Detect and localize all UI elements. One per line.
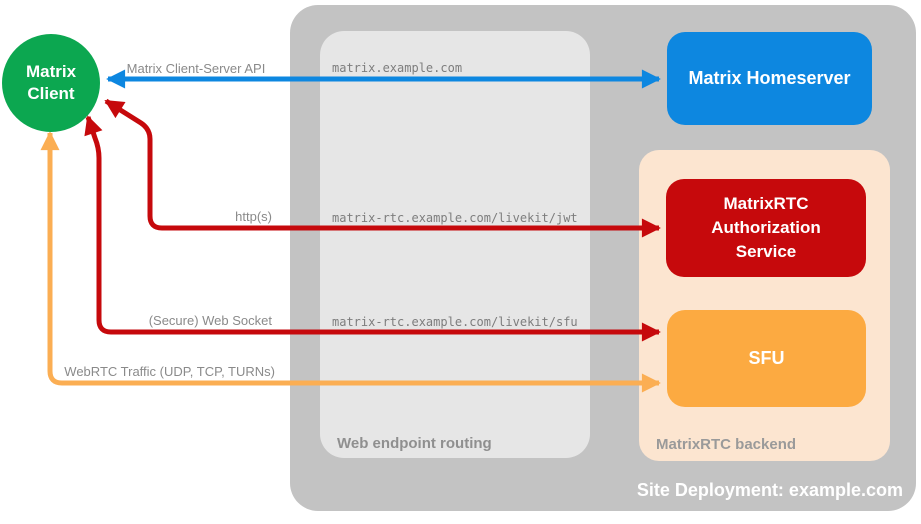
- site-deployment-label: Site Deployment: example.com: [636, 480, 903, 500]
- endpoint-livekit-sfu: matrix-rtc.example.com/livekit/sfu: [332, 315, 578, 329]
- endpoint-matrix-example-com: matrix.example.com: [332, 61, 463, 75]
- label-secure-web-socket: (Secure) Web Socket: [148, 313, 272, 328]
- label-webrtc-traffic: WebRTC Traffic (UDP, TCP, TURNs): [64, 364, 275, 379]
- matrixrtc-backend-label: MatrixRTC backend: [656, 436, 797, 453]
- label-matrix-client-server-api: Matrix Client-Server API: [126, 61, 266, 76]
- matrixrtc-authorization-service-node: MatrixRTC Authorization Service: [666, 179, 866, 277]
- web-endpoint-routing-container: Web endpoint routing: [320, 31, 590, 458]
- matrix-homeserver-node: Matrix Homeserver: [667, 32, 872, 125]
- endpoint-livekit-jwt: matrix-rtc.example.com/livekit/jwt: [332, 211, 578, 225]
- matrix-client-node: Matrix Client: [2, 34, 100, 132]
- web-endpoint-routing-label: Web endpoint routing: [337, 435, 492, 452]
- label-https: http(s): [235, 209, 272, 224]
- sfu-node: SFU: [667, 310, 866, 407]
